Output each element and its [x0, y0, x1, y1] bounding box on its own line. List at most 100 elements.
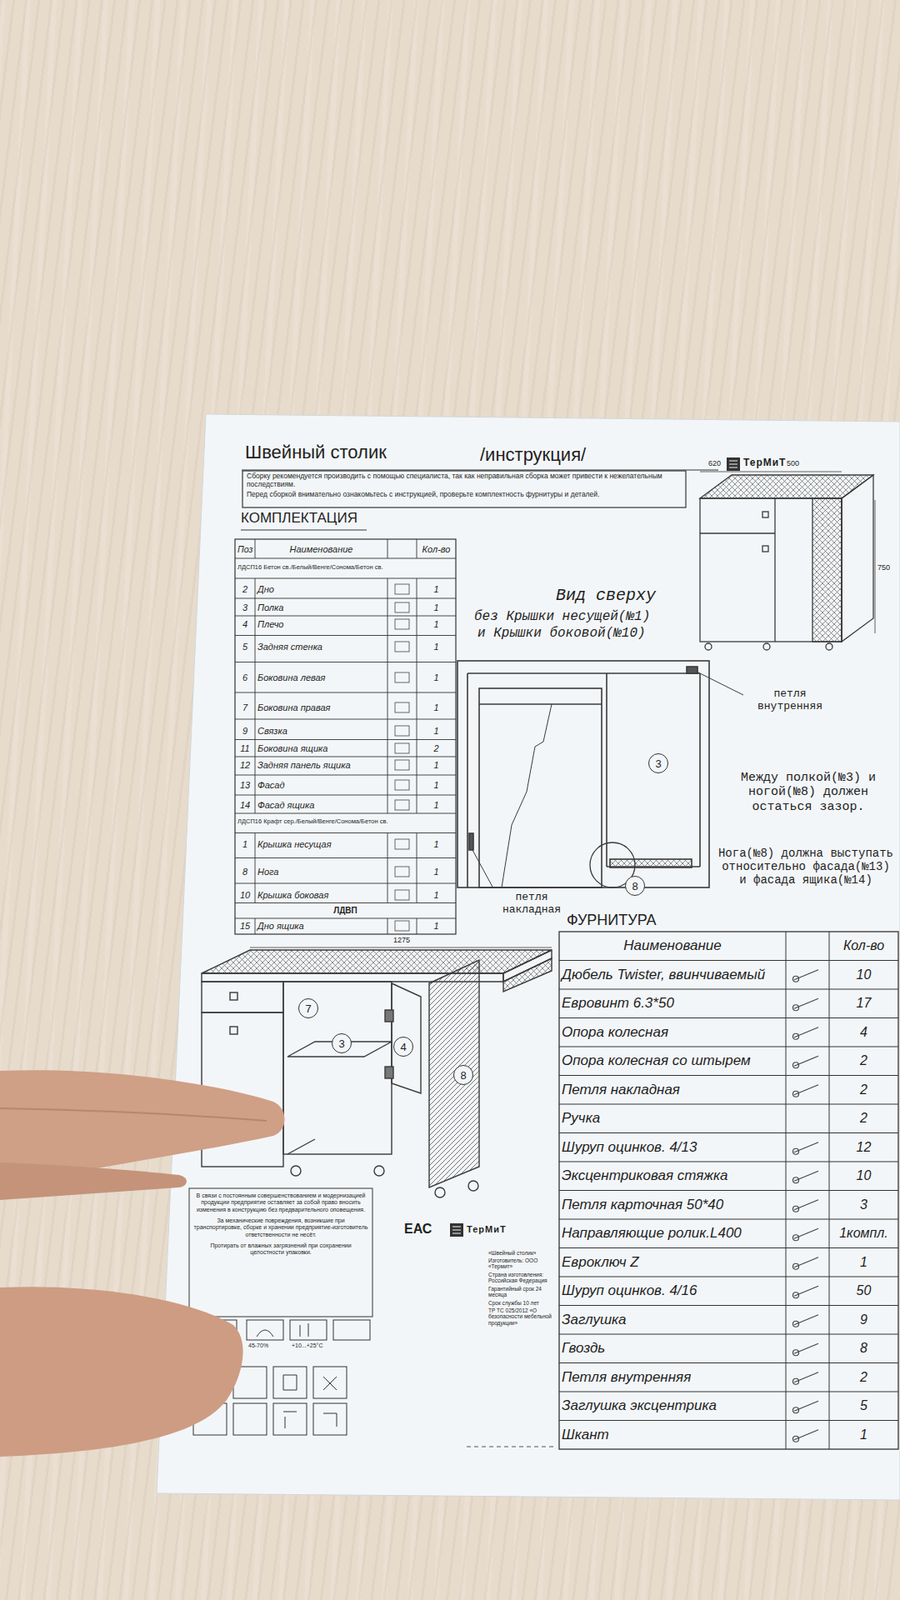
- cabinet-isometric: [700, 498, 842, 642]
- table-perspective: [287, 1139, 315, 1155]
- hardware-icon: [793, 1170, 820, 1184]
- table-rule: [235, 918, 456, 920]
- quantity: 1: [419, 800, 454, 811]
- hand-finger: [0, 1162, 187, 1200]
- table-perspective: [230, 992, 238, 1000]
- care-info-box: [313, 1366, 347, 1399]
- table-perspective: [201, 950, 552, 974]
- top-view-drawing: [501, 704, 552, 888]
- part-icon: [395, 743, 410, 754]
- table-rule: [235, 635, 456, 636]
- quantity: 1: [419, 890, 454, 901]
- part-icon: [395, 800, 410, 810]
- hardware-icon: [793, 1027, 820, 1040]
- table-rule: [235, 539, 456, 935]
- table-rule: [559, 1276, 899, 1278]
- quantity: 8: [831, 1340, 896, 1356]
- table-rule: [559, 931, 899, 1450]
- hardware-icon: [793, 1292, 800, 1299]
- table-rule: [255, 719, 256, 740]
- brand-logo-icon: [726, 457, 740, 471]
- manufacturer-info: Страна изготовления: Российская Федераци…: [488, 1271, 555, 1285]
- table-rule: [255, 740, 256, 758]
- position-number: 11: [237, 743, 253, 755]
- table-rule: [416, 918, 418, 935]
- part-name: Крышка боковая: [257, 890, 385, 901]
- hardware-name: Евровинт 6.3*50: [561, 995, 784, 1012]
- cabinet-isometric: [763, 643, 770, 650]
- part-name: Боковина правая: [257, 702, 385, 714]
- position-number: 1: [237, 839, 253, 850]
- cut-line: [466, 1446, 557, 1448]
- table-rule: [255, 756, 256, 775]
- position-number: 5: [237, 641, 253, 653]
- hardware-icon: [793, 1350, 800, 1356]
- top-view-drawing: [696, 671, 744, 695]
- part-icon: [395, 866, 410, 877]
- part-name: Крышка несущая: [257, 839, 385, 850]
- quantity: 1: [419, 920, 454, 932]
- table-rule: [416, 833, 418, 859]
- care-info-box: [273, 1403, 307, 1435]
- top-view-drawing: [479, 688, 602, 888]
- cabinet-isometric: [825, 643, 833, 650]
- position-number: 12: [237, 760, 253, 771]
- hardware-icon: [794, 1400, 819, 1411]
- table-rule: [387, 578, 389, 599]
- brand-logo: ТерМиТ: [466, 1224, 507, 1235]
- hardware-icon: [794, 1430, 819, 1440]
- view-subtitle: без Крышки несущей(№1): [474, 609, 650, 625]
- hand-palm: [0, 1286, 244, 1457]
- care-info-box: [333, 1320, 370, 1340]
- hardware-name: Евроключ Z: [561, 1254, 784, 1271]
- cabinet-isometric: [841, 475, 874, 642]
- cabinet-isometric: [774, 498, 775, 642]
- quantity: 1компл.: [831, 1225, 896, 1241]
- hardware-icon: [793, 1263, 800, 1270]
- hardware-icon: [793, 1200, 820, 1213]
- header-lines: [240, 470, 719, 530]
- hardware-icon: [794, 1372, 819, 1383]
- cabinet-isometric: [700, 475, 874, 499]
- table-rule: [235, 775, 456, 776]
- table-rule: [559, 1017, 899, 1019]
- top-view-drawing: [479, 703, 602, 705]
- hinge-label: петля накладная: [490, 891, 574, 917]
- hardware-icon: [794, 1257, 819, 1268]
- manufacturer-info: Срок службы 10 лет: [488, 1300, 555, 1306]
- part-icon: [395, 725, 410, 736]
- callout-number: 8: [453, 1065, 474, 1085]
- hardware-name: Петля внутренняя: [561, 1369, 784, 1386]
- hardware-name: Эксцентриковая стяжка: [561, 1167, 784, 1185]
- callout-text: 4: [400, 1041, 406, 1053]
- table-rule: [387, 692, 389, 720]
- part-icon: [395, 619, 410, 630]
- table-rule: [255, 598, 256, 616]
- care-icon-label: 45-70%: [248, 1342, 269, 1350]
- table-rule: [387, 719, 389, 740]
- position-number: 10: [237, 890, 253, 901]
- care-info-box: [273, 1366, 307, 1399]
- table-rule: [387, 598, 389, 616]
- view-subtitle: и Крышки боковой(№10): [477, 625, 646, 641]
- hardware-icon: [793, 1378, 800, 1385]
- hardware-icon: [794, 998, 819, 1009]
- table-rule: [235, 578, 456, 580]
- top-view-drawing: [467, 672, 700, 675]
- quantity: 9: [831, 1312, 896, 1328]
- hardware-name: Опора колесная: [561, 1024, 784, 1041]
- care-info-box: [283, 1375, 337, 1429]
- table-rule: [559, 1104, 899, 1105]
- table-rule: [235, 558, 456, 560]
- table-rule: [235, 857, 456, 859]
- table-rule: [559, 1046, 899, 1048]
- table-rule: [559, 960, 899, 961]
- part-name: Боковина ящика: [257, 743, 385, 755]
- quantity: 2: [419, 743, 454, 755]
- part-icon: [395, 890, 410, 900]
- table-rule: [235, 615, 456, 617]
- table-rule: [255, 858, 256, 885]
- table-header: Поз: [237, 544, 253, 555]
- hardware-name: Петля карточная 50*40: [561, 1196, 784, 1214]
- hardware-icon: [794, 1027, 819, 1038]
